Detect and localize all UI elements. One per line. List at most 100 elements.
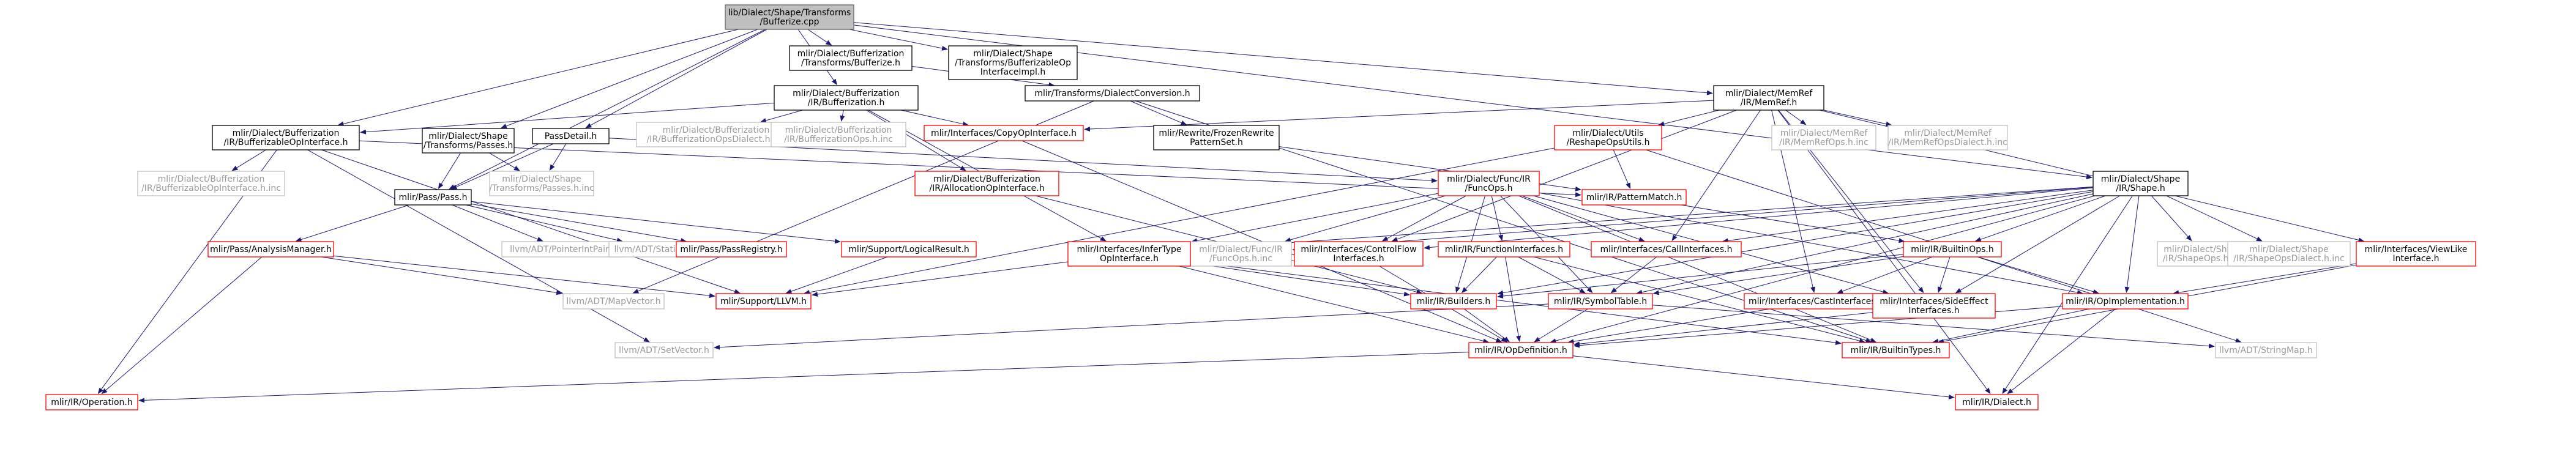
node-label: /IR/ShapeOps.h.inc bbox=[2163, 254, 2244, 264]
node-memref[interactable]: mlir/Dialect/MemRef/IR/MemRef.h bbox=[1713, 85, 1824, 111]
node-callintf[interactable]: mlir/Interfaces/CallInterfaces.h bbox=[1591, 241, 1742, 258]
node-box bbox=[1842, 342, 1950, 358]
node-box bbox=[1581, 189, 1687, 206]
edge-memref-to-memrefdialect_inc bbox=[1823, 109, 1892, 127]
edge-funcops-to-builtintypes bbox=[1518, 195, 1877, 343]
edge-shapepasses-to-passpass bbox=[438, 152, 461, 190]
node-label: mlir/Interfaces/SideEffect bbox=[1880, 297, 1988, 306]
edge-passdetail-to-passpass bbox=[450, 143, 554, 190]
node-bufdialect-inc[interactable]: mlir/Dialect/Bufferization/IR/Bufferizat… bbox=[636, 122, 796, 147]
edge-infertype-to-builtintypes bbox=[1190, 261, 1842, 346]
node-bufopintf-inc[interactable]: mlir/Dialect/Bufferization/IR/Bufferizab… bbox=[137, 171, 285, 196]
node-funcops[interactable]: mlir/Dialect/Func/IR/FuncOps.h bbox=[1438, 171, 1540, 196]
node-passdetail[interactable]: PassDetail.h bbox=[532, 128, 610, 144]
node-dialectconv[interactable]: mlir/Transforms/DialectConversion.h bbox=[1025, 85, 1200, 102]
edge-bufferization-to-bufops_inc bbox=[840, 109, 845, 122]
edge-analysismgr-to-mapvector bbox=[321, 256, 563, 295]
node-pointerint[interactable]: llvm/ADT/PointerIntPair.h bbox=[501, 241, 625, 258]
node-memrefops-inc[interactable]: mlir/Dialect/MemRef/IR/MemRefOps.h.inc bbox=[1771, 125, 1876, 150]
node-funcintf[interactable]: mlir/IR/FunctionInterfaces.h bbox=[1438, 241, 1570, 258]
node-label: mlir/IR/FunctionInterfaces.h bbox=[1445, 245, 1563, 254]
node-patternmatch[interactable]: mlir/IR/PatternMatch.h bbox=[1581, 189, 1687, 206]
node-shapepasses[interactable]: mlir/Dialect/Shape/Transforms/Passes.h bbox=[422, 128, 515, 154]
node-shape[interactable]: mlir/Dialect/Shape/IR/Shape.h bbox=[2093, 171, 2189, 196]
edge-memref-to-controlflow bbox=[1391, 109, 1737, 242]
node-label: mlir/Pass/AnalysisManager.h bbox=[210, 245, 332, 254]
edge-shape-to-dialect bbox=[2002, 195, 2133, 395]
node-symboltable[interactable]: mlir/IR/SymbolTable.h bbox=[1548, 293, 1653, 310]
edge-builtinops-to-castintf bbox=[1837, 256, 1933, 294]
node-box bbox=[948, 45, 1078, 80]
edge-infertype-to-llvm bbox=[811, 261, 1069, 297]
node-box bbox=[2093, 171, 2189, 196]
edge-bufferization-to-copyop bbox=[900, 109, 969, 127]
edge-symboltable-to-opdef bbox=[1534, 308, 1588, 343]
edge-shape-to-builtinops bbox=[1974, 195, 2106, 242]
node-llvm[interactable]: mlir/Support/LLVM.h bbox=[715, 293, 812, 310]
node-box bbox=[1025, 85, 1200, 102]
node-castintf[interactable]: mlir/Interfaces/CastInterfaces.h bbox=[1744, 293, 1889, 310]
edge-passpass-to-statistic bbox=[466, 204, 623, 243]
node-label: llvm/ADT/SetVector.h bbox=[619, 346, 709, 355]
node-box bbox=[1438, 241, 1570, 258]
node-box bbox=[676, 241, 787, 258]
edge-symboltable-to-stringmap bbox=[1652, 305, 2216, 349]
node-label: mlir/Dialect/Func/IR bbox=[1447, 174, 1531, 184]
node-box bbox=[2062, 293, 2189, 310]
node-builtinops[interactable]: mlir/IR/BuiltinOps.h bbox=[1903, 241, 2002, 258]
node-dialect[interactable]: mlir/IR/Dialect.h bbox=[1955, 394, 2039, 410]
node-passpass[interactable]: mlir/Pass/Pass.h bbox=[394, 189, 472, 206]
node-operation[interactable]: mlir/IR/Operation.h bbox=[45, 394, 138, 410]
node-setvector[interactable]: llvm/ADT/SetVector.h bbox=[614, 342, 714, 358]
node-label: /IR/BufferizableOpInterface.h.inc bbox=[141, 184, 281, 193]
node-opdef[interactable]: mlir/IR/OpDefinition.h bbox=[1468, 342, 1574, 358]
node-shapepasses-inc[interactable]: mlir/Dialect/Shape/Transforms/Passes.h.i… bbox=[489, 171, 594, 196]
node-label: mlir/Dialect/Bufferization bbox=[158, 174, 265, 184]
node-bufops-inc[interactable]: mlir/Dialect/Bufferization/IR/Bufferizat… bbox=[771, 122, 906, 147]
node-box bbox=[2356, 241, 2476, 267]
node-label: mlir/Dialect/Bufferization bbox=[785, 125, 892, 135]
node-funcops-inc[interactable]: mlir/Dialect/Func/IR/FuncOps.h.inc bbox=[1190, 241, 1292, 267]
edge-bufferization-to-bufopintf bbox=[359, 102, 775, 135]
node-memrefdialect-inc[interactable]: mlir/Dialect/MemRef/IR/MemRefOpsDialect.… bbox=[1887, 125, 2008, 150]
node-box bbox=[1744, 293, 1889, 310]
edge-passpass-to-logicalresult bbox=[471, 201, 842, 244]
node-box bbox=[207, 241, 334, 258]
node-label: mlir/IR/SymbolTable.h bbox=[1554, 297, 1647, 306]
node-buftransbuf[interactable]: mlir/Dialect/Bufferization/Transforms/Bu… bbox=[789, 45, 913, 71]
node-box bbox=[715, 293, 812, 310]
node-shapeimpl[interactable]: mlir/Dialect/Shape/Transforms/Bufferizab… bbox=[948, 45, 1078, 80]
node-mapvector[interactable]: llvm/ADT/MapVector.h bbox=[562, 293, 665, 310]
node-bufopintf[interactable]: mlir/Dialect/Bufferization/IR/Bufferizab… bbox=[212, 125, 360, 150]
node-box bbox=[2215, 342, 2317, 358]
edge-root-to-memref bbox=[853, 22, 1714, 95]
node-passregistry[interactable]: mlir/Pass/PassRegistry.h bbox=[676, 241, 787, 258]
node-bufferization[interactable]: mlir/Dialect/Bufferization/IR/Bufferizat… bbox=[774, 85, 919, 111]
node-label: /Transforms/Bufferize.h bbox=[801, 58, 900, 68]
node-stringmap[interactable]: llvm/ADT/StringMap.h bbox=[2215, 342, 2317, 358]
node-label: Interfaces.h bbox=[1333, 254, 1384, 264]
node-analysismgr[interactable]: mlir/Pass/AnalysisManager.h bbox=[207, 241, 334, 258]
node-builders[interactable]: mlir/IR/Builders.h bbox=[1410, 293, 1497, 310]
node-copyop[interactable]: mlir/Interfaces/CopyOpInterface.h bbox=[924, 125, 1084, 141]
node-shapedialect-inc[interactable]: mlir/Dialect/Shape/IR/ShapeOpsDialect.h.… bbox=[2227, 241, 2351, 267]
edge-shape-to-opimpl bbox=[2124, 195, 2140, 294]
node-label: mlir/IR/PatternMatch.h bbox=[1586, 193, 1682, 202]
node-label: mlir/Support/LLVM.h bbox=[720, 297, 807, 306]
node-root[interactable]: lib/Dialect/Shape/Transforms/Bufferize.c… bbox=[725, 4, 854, 30]
node-opimpl[interactable]: mlir/IR/OpImplementation.h bbox=[2062, 293, 2189, 310]
node-logicalresult[interactable]: mlir/Support/LogicalResult.h bbox=[841, 241, 977, 258]
node-builtintypes[interactable]: mlir/IR/BuiltinTypes.h bbox=[1842, 342, 1950, 358]
node-label: mlir/IR/BuiltinOps.h bbox=[1911, 245, 1994, 254]
node-allocop[interactable]: mlir/Dialect/Bufferization/IR/Allocation… bbox=[914, 171, 1059, 196]
node-reshape[interactable]: mlir/Dialect/Utils/ReshapeOpsUtils.h bbox=[1554, 125, 1662, 150]
edge-shapepasses-to-shapepasses_inc bbox=[489, 152, 520, 171]
node-label: /IR/AllocationOpInterface.h bbox=[929, 184, 1044, 193]
edge-passdetail-to-shapepasses_inc bbox=[549, 143, 567, 171]
node-label: llvm/ADT/MapVector.h bbox=[566, 297, 660, 306]
